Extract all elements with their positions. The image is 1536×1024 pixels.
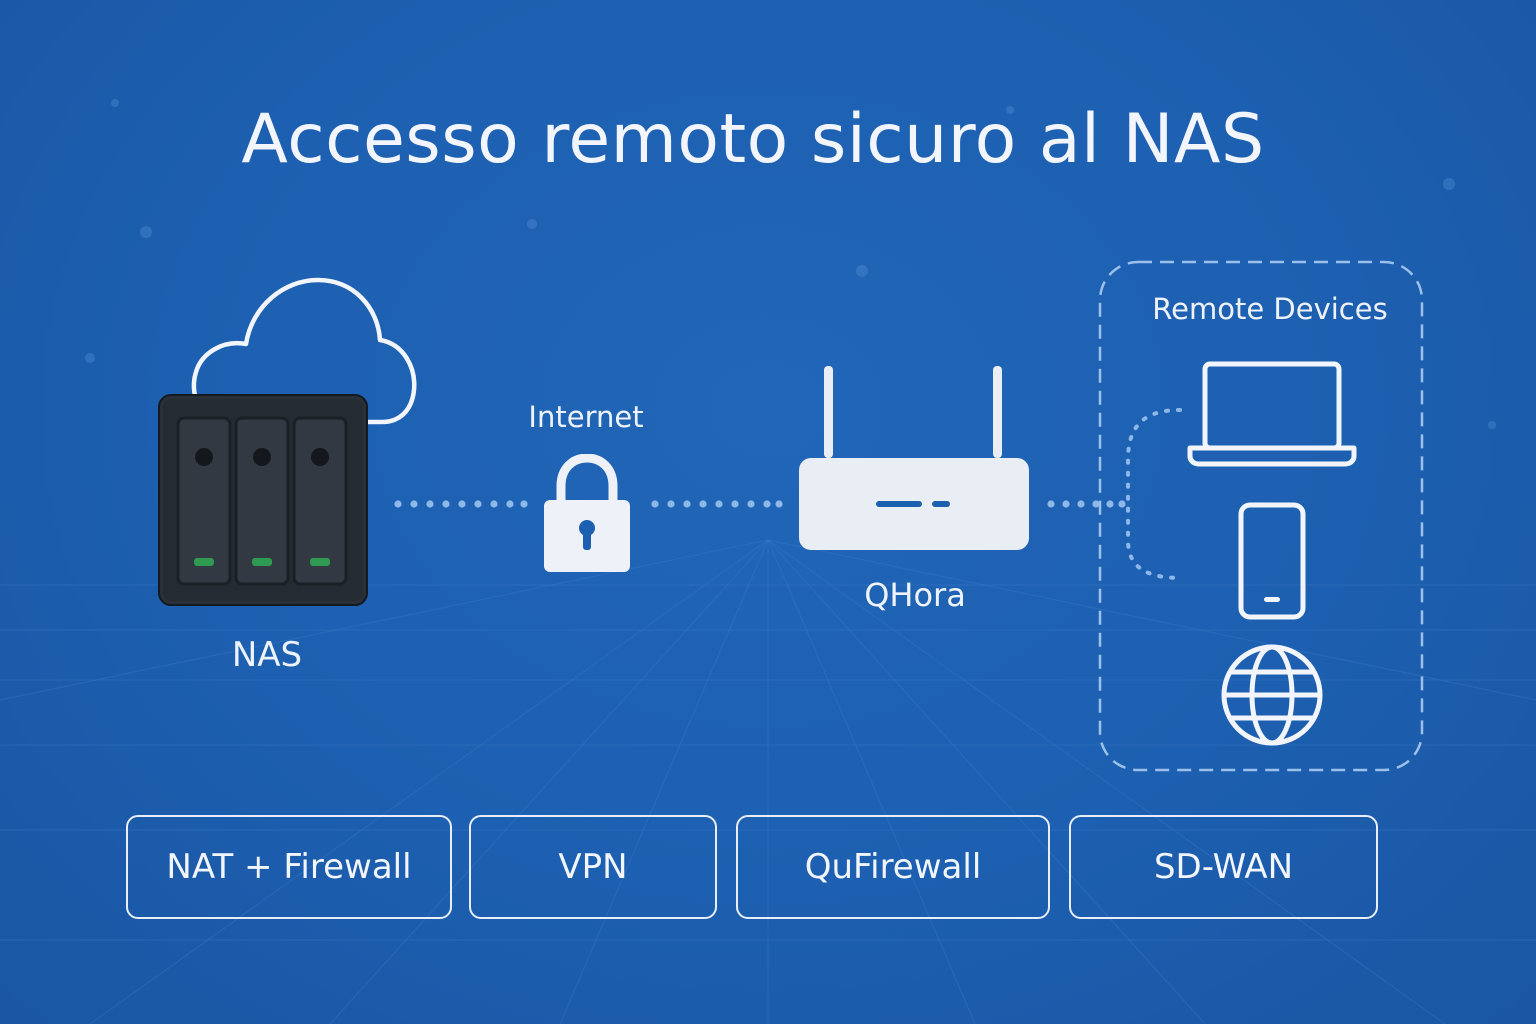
laptop-icon — [1187, 361, 1357, 467]
feature-qufirewall: QuFirewall — [736, 815, 1050, 919]
qhora-label: QHora — [864, 576, 966, 614]
internet-label: Internet — [528, 400, 644, 434]
feature-nat-firewall: NAT + Firewall — [126, 815, 452, 919]
padlock-icon — [544, 454, 630, 572]
nas-server-icon — [158, 394, 368, 606]
remote-devices-group — [1098, 260, 1424, 772]
nas-label: NAS — [231, 635, 303, 675]
smartphone-icon — [1238, 502, 1306, 620]
feature-vpn: VPN — [469, 815, 717, 919]
globe-icon — [1221, 644, 1323, 746]
page-title: Accesso remoto sicuro al NAS — [241, 100, 1265, 179]
router-icon — [799, 366, 1029, 550]
remote-devices-label: Remote Devices — [1152, 292, 1388, 326]
feature-sd-wan: SD-WAN — [1069, 815, 1378, 919]
cloud-icon — [191, 277, 417, 425]
